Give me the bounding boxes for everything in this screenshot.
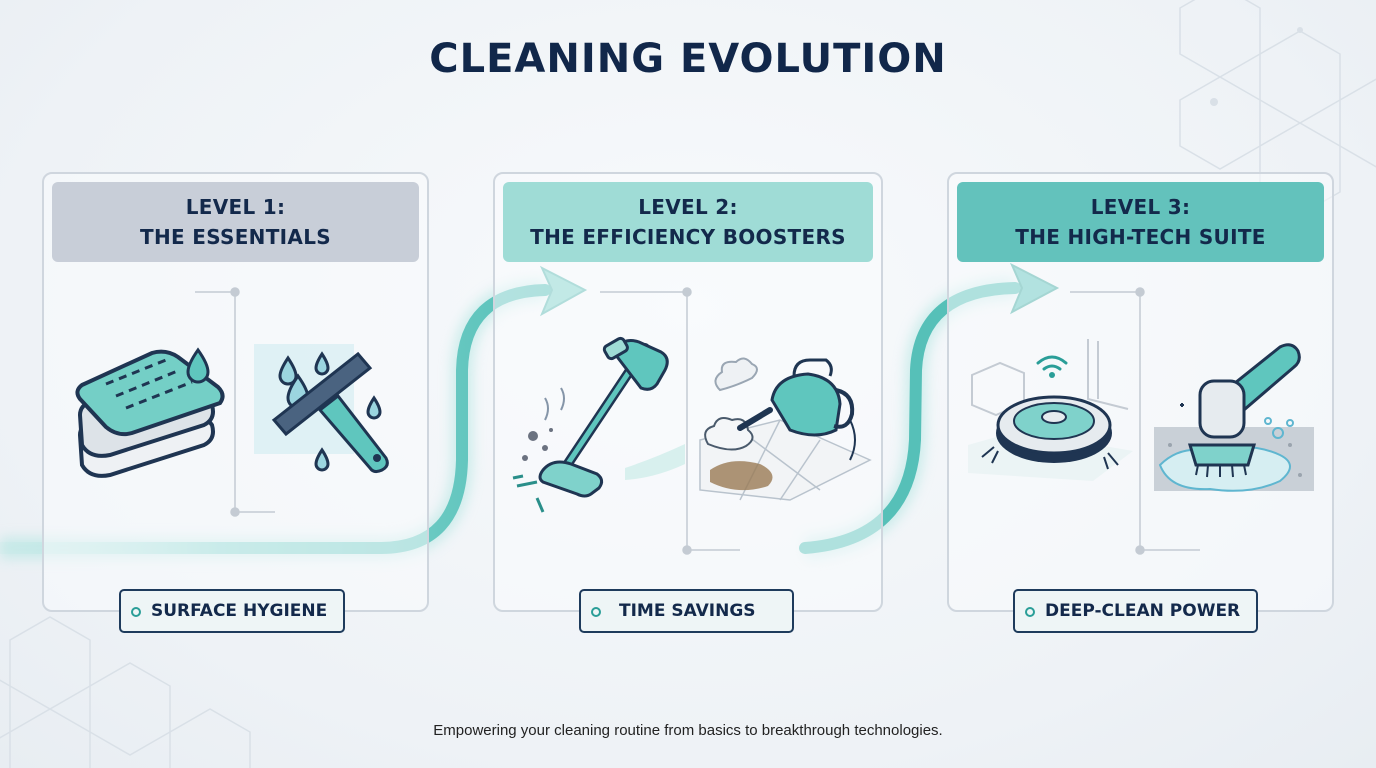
robot-vacuum-icon <box>968 339 1133 481</box>
page-title: CLEANING EVOLUTION <box>429 36 947 82</box>
level-3-badge-label: DEEP-CLEAN POWER <box>1045 601 1241 621</box>
badge-bullet-icon <box>1025 607 1035 617</box>
level-3-header: LEVEL 3: THE HIGH-TECH SUITE <box>957 182 1324 262</box>
level-1-badge: SURFACE HYGIENE <box>119 589 346 633</box>
badge-bullet-icon <box>131 607 141 617</box>
level-3-subheading: THE HIGH-TECH SUITE <box>1015 225 1266 249</box>
level-2-header: LEVEL 2: THE EFFICIENCY BOOSTERS <box>503 182 873 262</box>
cordless-vacuum-icon <box>512 336 685 513</box>
level-1-header: LEVEL 1: THE ESSENTIALS <box>52 182 419 262</box>
level-3-badge: DEEP-CLEAN POWER <box>1013 589 1259 633</box>
level-2-heading: LEVEL 2: <box>638 195 738 219</box>
microfiber-towels-icon <box>75 347 225 478</box>
level-2-badge: TIME SAVINGS <box>579 589 794 633</box>
badge-bullet-icon <box>591 607 601 617</box>
steam-cleaner-icon <box>699 357 872 501</box>
window-squeegee-icon <box>254 344 389 474</box>
level-3-heading: LEVEL 3: <box>1090 195 1191 219</box>
level-1-subheading: THE ESSENTIALS <box>140 225 331 249</box>
level-2-badge-label: TIME SAVINGS <box>619 601 756 621</box>
level-1-heading: LEVEL 1: <box>185 195 286 219</box>
level-2-subheading: THE EFFICIENCY BOOSTERS <box>530 225 846 249</box>
footer-tagline: Empowering your cleaning routine from ba… <box>433 722 943 739</box>
power-scrubber-icon <box>1154 343 1314 492</box>
level-1-badge-label: SURFACE HYGIENE <box>151 601 328 621</box>
